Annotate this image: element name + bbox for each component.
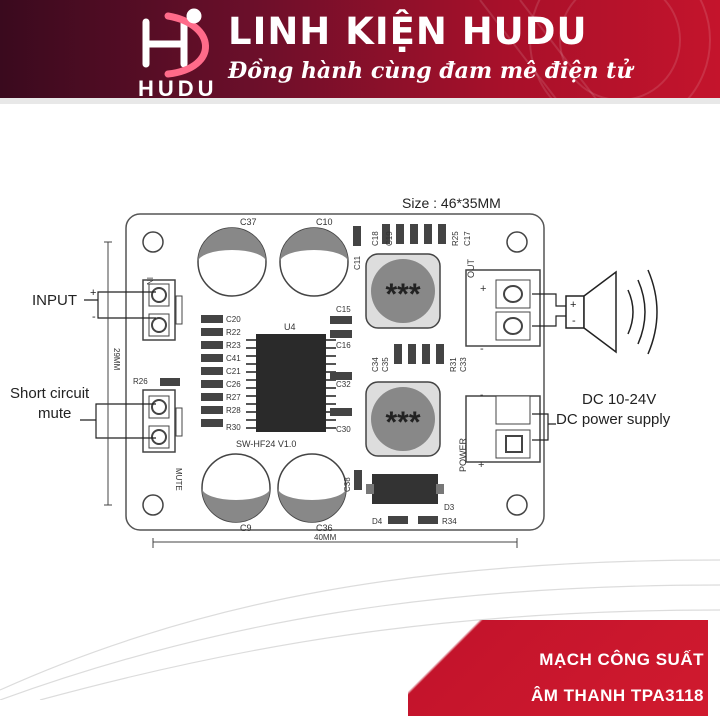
svg-text:-: - (572, 315, 576, 327)
svg-text:OUT: OUT (466, 259, 476, 279)
inductor-top-marking: *** (385, 278, 420, 311)
svg-text:C41: C41 (226, 354, 241, 363)
svg-text:C33: C33 (459, 357, 468, 372)
speaker-icon: + - (565, 269, 658, 355)
dc-supply-label: DC power supply (556, 411, 671, 428)
svg-text:+: + (478, 459, 484, 471)
mounting-holes (142, 231, 528, 516)
svg-text:POWER: POWER (458, 437, 468, 472)
amplifier-board-diagram: Size : 46*35MM C37 C10 C9 C36 (0, 195, 720, 700)
svg-text:C38: C38 (343, 477, 352, 492)
svg-text:C18: C18 (371, 231, 380, 246)
board-name: SW-HF24 V1.0 (236, 439, 296, 449)
cap-c36-label: C36 (316, 523, 333, 533)
svg-text:R30: R30 (226, 423, 241, 432)
svg-text:+: + (570, 299, 576, 311)
logo-text: HUDU (138, 76, 218, 100)
dc-voltage-label: DC 10-24V (582, 391, 656, 408)
inductors: *** *** (365, 253, 441, 457)
mute-terminal: R26 MUTE (133, 377, 183, 491)
wiring (80, 291, 566, 441)
power-terminal: POWER - + (458, 390, 541, 472)
size-label: Size : 46*35MM (402, 195, 501, 211)
svg-text:R28: R28 (226, 406, 241, 415)
product-title-line1: MẠCH CÔNG SUẤT (539, 650, 704, 669)
ic-label: U4 (284, 322, 296, 332)
svg-text:-: - (480, 343, 484, 355)
diode-d3: D3 C38 D4 R34 (343, 470, 457, 526)
brand-tagline: Đồng hành cùng đam mê điện tử (228, 58, 633, 84)
svg-text:C15: C15 (336, 305, 351, 314)
ic-u4: U4 SW-HF24 V1.0 (236, 322, 336, 449)
svg-text:C16: C16 (336, 341, 351, 350)
inductor-bottom-marking: *** (385, 406, 420, 439)
svg-text:-: - (92, 311, 96, 323)
smd-top-row: C18 C19 R25 C17 C11 (353, 224, 472, 270)
electrolytic-capacitors: C37 C10 C9 C36 (197, 217, 349, 533)
svg-text:R34: R34 (442, 517, 457, 526)
input-label: INPUT (32, 292, 77, 309)
svg-text:C26: C26 (226, 380, 241, 389)
svg-text:R26: R26 (133, 377, 148, 386)
hudu-logo: HUDU (138, 8, 218, 100)
svg-text:C11: C11 (353, 255, 362, 270)
svg-text:R31: R31 (449, 357, 458, 372)
svg-text:IN: IN (145, 277, 154, 285)
width-dimension: 40MM (314, 533, 337, 542)
svg-text:C19: C19 (385, 231, 394, 246)
input-terminal: IN (142, 277, 183, 341)
background-swoosh (0, 559, 720, 700)
svg-text:C21: C21 (226, 367, 241, 376)
output-terminal: OUT + - (465, 259, 541, 355)
short-circuit-label: Short circuit (10, 385, 90, 402)
svg-text:-: - (480, 390, 483, 401)
svg-text:R25: R25 (451, 231, 460, 246)
svg-text:C20: C20 (226, 315, 241, 324)
svg-text:R27: R27 (226, 393, 241, 402)
product-title-line2: ÂM THANH TPA3118 (531, 686, 704, 705)
svg-text:MUTE: MUTE (174, 468, 183, 491)
header-banner: HUDU LINH KIỆN HUDU Đồng hành cùng đam m… (0, 0, 720, 104)
svg-text:C30: C30 (336, 425, 351, 434)
svg-text:D3: D3 (444, 503, 455, 512)
cap-c9-label: C9 (240, 523, 252, 533)
smd-left-column: C20 R22 R23 C41 C21 C26 R27 R28 R30 (201, 315, 241, 432)
cap-c37-label: C37 (240, 217, 257, 227)
smd-mid-row: C34 C35 R31 C33 (371, 344, 468, 372)
dimensions (104, 241, 518, 548)
brand-name: LINH KIỆN HUDU (228, 10, 588, 53)
svg-text:C34: C34 (371, 357, 380, 372)
svg-text:+: + (480, 283, 486, 295)
svg-text:D4: D4 (372, 517, 383, 526)
product-title-block (408, 620, 708, 716)
cap-c10-label: C10 (316, 217, 333, 227)
height-dimension: 29MM (112, 348, 121, 371)
smd-right-column: C15 C16 C32 C30 (330, 305, 352, 434)
mute-label: mute (38, 405, 71, 422)
svg-text:C32: C32 (336, 380, 351, 389)
svg-text:R23: R23 (226, 341, 241, 350)
svg-text:C17: C17 (463, 231, 472, 246)
svg-text:R22: R22 (226, 328, 241, 337)
svg-text:+: + (90, 287, 96, 299)
svg-text:C35: C35 (381, 357, 390, 372)
